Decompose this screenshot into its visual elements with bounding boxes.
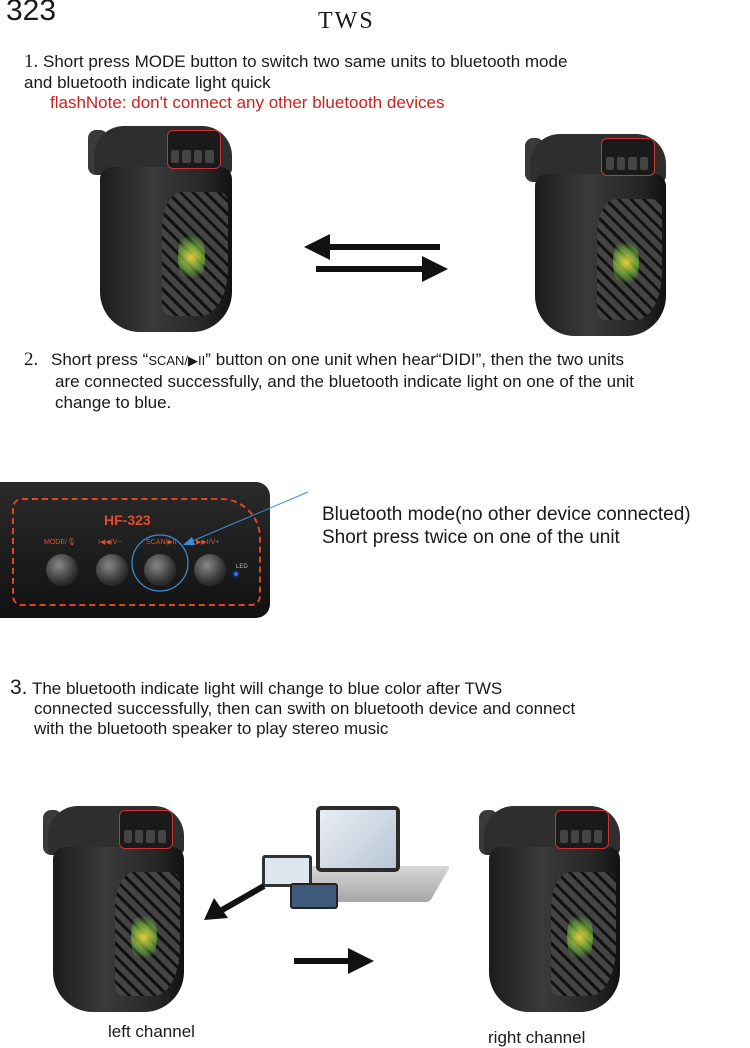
speaker-unit-b [524,134,666,336]
led-indicator [234,572,238,576]
step-2-text-b: button on one unit when hear [215,350,436,369]
next-button-label: ▶▶I/V+ [196,539,220,546]
right-channel-label: right channel [488,1028,586,1047]
step-1: 1. Short press MODE button to switch two… [24,52,567,72]
speaker-right-channel [478,806,620,1012]
step-2-text-a: Short press [50,350,138,369]
step-1-line-1: Short press MODE button to switch two sa… [42,52,568,71]
callout-line-1: Bluetooth mode(no other device connected… [322,504,691,525]
phone [290,883,338,909]
led-label: LED [236,564,248,570]
speaker-unit-a [88,126,232,332]
step-1-line-2: and bluetooth indicate light quick [24,73,271,92]
callout-arrow-icon [183,537,195,545]
scan-button-label: SCAN/▶II [146,539,177,546]
step-3-number: 3. [10,676,28,699]
step-1-note: flashNote: don't connect any other bluet… [50,93,445,112]
step-2-button-name: SCAN/▶II [148,353,206,368]
laptop-screen [316,806,400,872]
step-3-line-1: The bluetooth indicate light will change… [31,679,503,698]
callout-text: Bluetooth mode(no other device connected… [322,503,691,549]
step-2-line-2: are connected successfully, and the blue… [55,372,635,391]
mode-knob [46,554,78,586]
step-2-quote-close: ” [205,350,211,369]
panel-model-name: HF-323 [104,512,151,528]
step-1-number: 1. [24,51,39,72]
prev-knob [96,554,128,586]
page-title: TWS [318,8,375,34]
mode-button-label: MODE/🎙 [44,539,76,546]
callout-pointer [131,491,309,592]
step-2-text-c: , then the two units [481,350,624,369]
step-2: 2. Short press “SCAN/▶II” button on one … [24,350,624,371]
step-2-quote-open: “ [142,350,149,369]
step-3: 3. The bluetooth indicate light will cha… [10,676,503,699]
scan-highlight-circle [131,534,189,592]
step-2-line-3: change to blue. [55,393,172,412]
step-3-line-2: connected successfully, then can swith o… [34,699,576,718]
callout-line [189,491,309,543]
step-2-didi: “DIDI” [435,350,482,369]
prev-button-label: I◀◀/V− [98,539,122,546]
callout-line-2: Short press twice on one of the unit [322,527,620,548]
arrow-to-left-speaker-icon [204,883,266,920]
scan-knob [144,554,176,586]
speaker-left-channel [42,806,184,1012]
model-number: 323 [6,0,57,27]
tablet [262,855,312,887]
step-2-number: 2. [24,349,39,370]
step-3-line-3: with the bluetooth speaker to play stere… [34,719,389,738]
left-channel-label: left channel [108,1022,195,1041]
next-knob [194,554,226,586]
